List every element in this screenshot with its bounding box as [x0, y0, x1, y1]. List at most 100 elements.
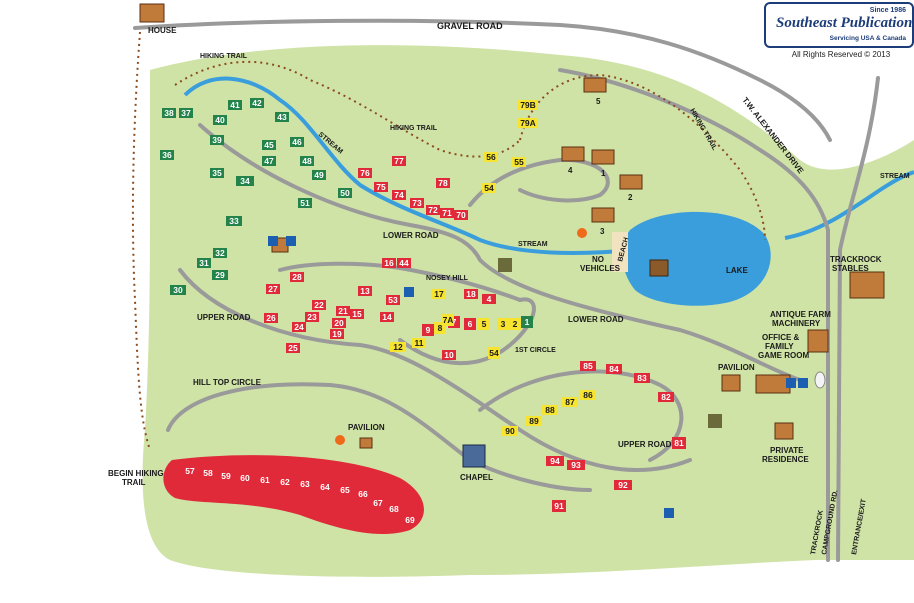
- svg-text:67: 67: [373, 498, 383, 508]
- stream-east: [784, 170, 914, 240]
- svg-text:27: 27: [268, 284, 278, 294]
- copyright-text: All Rights Reserved © 2013: [791, 50, 891, 59]
- svg-text:3: 3: [600, 227, 605, 236]
- restroom-icon: [268, 236, 278, 246]
- svg-text:HIKING TRAIL: HIKING TRAIL: [390, 125, 438, 132]
- svg-text:40: 40: [215, 115, 225, 125]
- cabin-icon: [649, 259, 669, 277]
- propane-tank-icon: [814, 371, 826, 389]
- restroom-icon: [404, 287, 414, 297]
- svg-text:37: 37: [181, 108, 191, 118]
- svg-text:44: 44: [399, 258, 409, 268]
- svg-text:LOWER ROAD: LOWER ROAD: [568, 315, 624, 324]
- svg-text:20: 20: [334, 318, 344, 328]
- svg-text:FAMILY: FAMILY: [765, 342, 794, 351]
- svg-text:9: 9: [426, 325, 431, 335]
- cabin-icon: [619, 174, 643, 190]
- svg-text:66: 66: [358, 489, 368, 499]
- svg-text:31: 31: [199, 258, 209, 268]
- lower-road: [198, 123, 802, 382]
- svg-text:69: 69: [405, 515, 415, 525]
- svg-text:RESIDENCE: RESIDENCE: [762, 455, 809, 464]
- svg-text:CHAPEL: CHAPEL: [460, 473, 493, 482]
- restroom-icon: [798, 378, 808, 388]
- hill-top-sites: [163, 455, 424, 535]
- svg-text:2: 2: [628, 193, 633, 202]
- cabin-icon: [721, 374, 741, 392]
- svg-text:14: 14: [382, 312, 392, 322]
- logo-tagline: Servicing USA & Canada: [829, 35, 906, 42]
- svg-text:17: 17: [434, 289, 444, 299]
- svg-text:24: 24: [294, 322, 304, 332]
- svg-text:4: 4: [487, 294, 492, 304]
- svg-text:PAVILION: PAVILION: [718, 363, 755, 372]
- cabin-icon: [774, 422, 794, 440]
- campfire-icon: [577, 228, 587, 238]
- svg-text:60: 60: [240, 473, 250, 483]
- sites-yellow: 79B 79A 56 55 54 17 8 7A 5 3 2 12 11 54 …: [390, 100, 596, 436]
- svg-text:56: 56: [486, 152, 496, 162]
- svg-text:NO: NO: [592, 255, 604, 264]
- svg-text:26: 26: [266, 313, 276, 323]
- svg-text:7A: 7A: [443, 315, 454, 325]
- chapel-icon: [462, 444, 486, 468]
- svg-text:45: 45: [264, 140, 274, 150]
- svg-text:VEHICLES: VEHICLES: [580, 264, 621, 273]
- hiking-trail-east: [519, 73, 766, 241]
- svg-text:58: 58: [203, 468, 213, 478]
- svg-text:91: 91: [554, 501, 564, 511]
- cabins: [139, 3, 885, 468]
- svg-text:6: 6: [468, 319, 473, 329]
- cabin-icon: [139, 3, 165, 23]
- svg-text:41: 41: [230, 100, 240, 110]
- svg-text:38: 38: [164, 108, 174, 118]
- svg-text:82: 82: [661, 392, 671, 402]
- svg-text:HIKING TRAIL: HIKING TRAIL: [200, 53, 248, 60]
- cabin-icon: [755, 374, 791, 394]
- svg-text:13: 13: [360, 286, 370, 296]
- cabin-icon: [807, 329, 829, 353]
- svg-text:94: 94: [550, 456, 560, 466]
- svg-text:7: 7: [452, 317, 457, 327]
- svg-text:PAVILION: PAVILION: [348, 423, 385, 432]
- svg-text:86: 86: [583, 390, 593, 400]
- cabin-icon: [359, 437, 373, 449]
- sites-green: 38 37 40 41 42 36 39 43 45 46 35 47 48 3…: [160, 98, 533, 328]
- svg-text:53: 53: [388, 295, 398, 305]
- svg-text:22: 22: [314, 300, 324, 310]
- svg-text:62: 62: [280, 477, 290, 487]
- svg-text:OFFICE &: OFFICE &: [762, 333, 800, 342]
- svg-text:65: 65: [340, 485, 350, 495]
- cabin-icon: [561, 146, 585, 162]
- svg-text:87: 87: [565, 397, 575, 407]
- svg-text:88: 88: [545, 405, 555, 415]
- svg-text:63: 63: [300, 479, 310, 489]
- cabin-icon: [583, 77, 607, 93]
- svg-text:UPPER ROAD: UPPER ROAD: [197, 313, 251, 322]
- svg-text:78: 78: [438, 178, 448, 188]
- svg-text:59: 59: [221, 471, 231, 481]
- gravel-road: [133, 18, 832, 142]
- svg-text:49: 49: [314, 170, 324, 180]
- svg-text:51: 51: [300, 198, 310, 208]
- upper-road: [178, 268, 692, 472]
- cabin-icon: [849, 271, 885, 299]
- svg-text:85: 85: [583, 361, 593, 371]
- svg-text:GRAVEL ROAD: GRAVEL ROAD: [437, 21, 503, 31]
- svg-text:18: 18: [466, 289, 476, 299]
- svg-text:30: 30: [173, 285, 183, 295]
- svg-text:LOWER ROAD: LOWER ROAD: [383, 231, 439, 240]
- svg-text:NOSEY HILL: NOSEY HILL: [426, 275, 469, 282]
- svg-text:UPPER ROAD: UPPER ROAD: [618, 440, 672, 449]
- svg-text:15: 15: [352, 309, 362, 319]
- svg-text:55: 55: [514, 157, 524, 167]
- stream-west: [183, 76, 633, 255]
- svg-text:76: 76: [360, 168, 370, 178]
- restroom-icon: [286, 236, 296, 246]
- svg-text:77: 77: [394, 156, 404, 166]
- svg-text:21: 21: [338, 306, 348, 316]
- svg-text:GAME ROOM: GAME ROOM: [758, 351, 809, 360]
- svg-text:32: 32: [215, 248, 225, 258]
